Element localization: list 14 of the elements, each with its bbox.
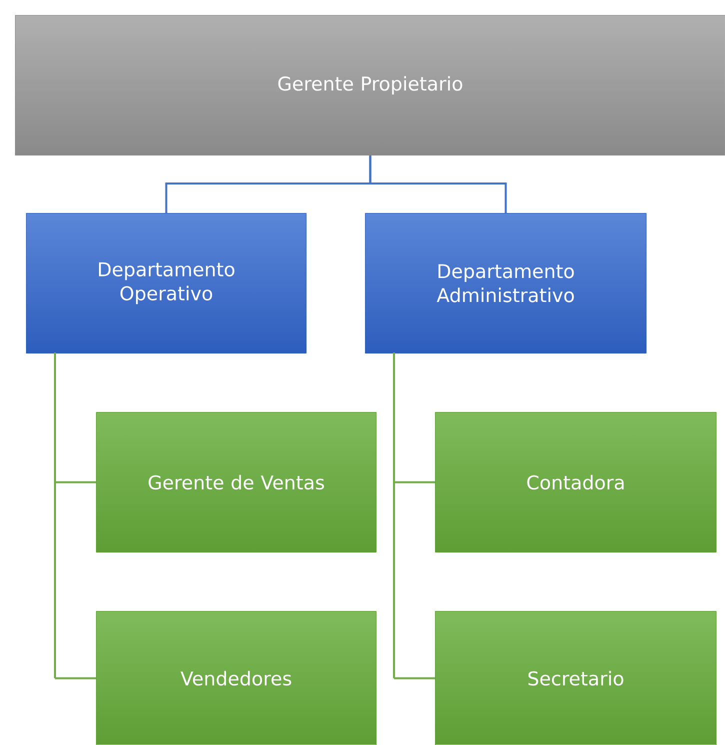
connector-line xyxy=(394,481,435,484)
department-box: Departamento Operativo xyxy=(26,213,306,354)
role-box: Vendedores xyxy=(96,611,376,745)
connector-line xyxy=(55,481,96,484)
role-box: Gerente de Ventas xyxy=(96,412,376,552)
department-box: Departamento Administrativo xyxy=(365,213,646,354)
connector-line xyxy=(55,677,96,680)
connector-line xyxy=(54,352,56,678)
title-box: Gerente Propietario xyxy=(15,15,725,156)
role-box: Contadora xyxy=(435,412,716,552)
connector-line xyxy=(394,677,435,680)
connector-line xyxy=(369,156,507,213)
connector-line xyxy=(393,352,395,678)
role-box: Secretario xyxy=(435,611,716,745)
